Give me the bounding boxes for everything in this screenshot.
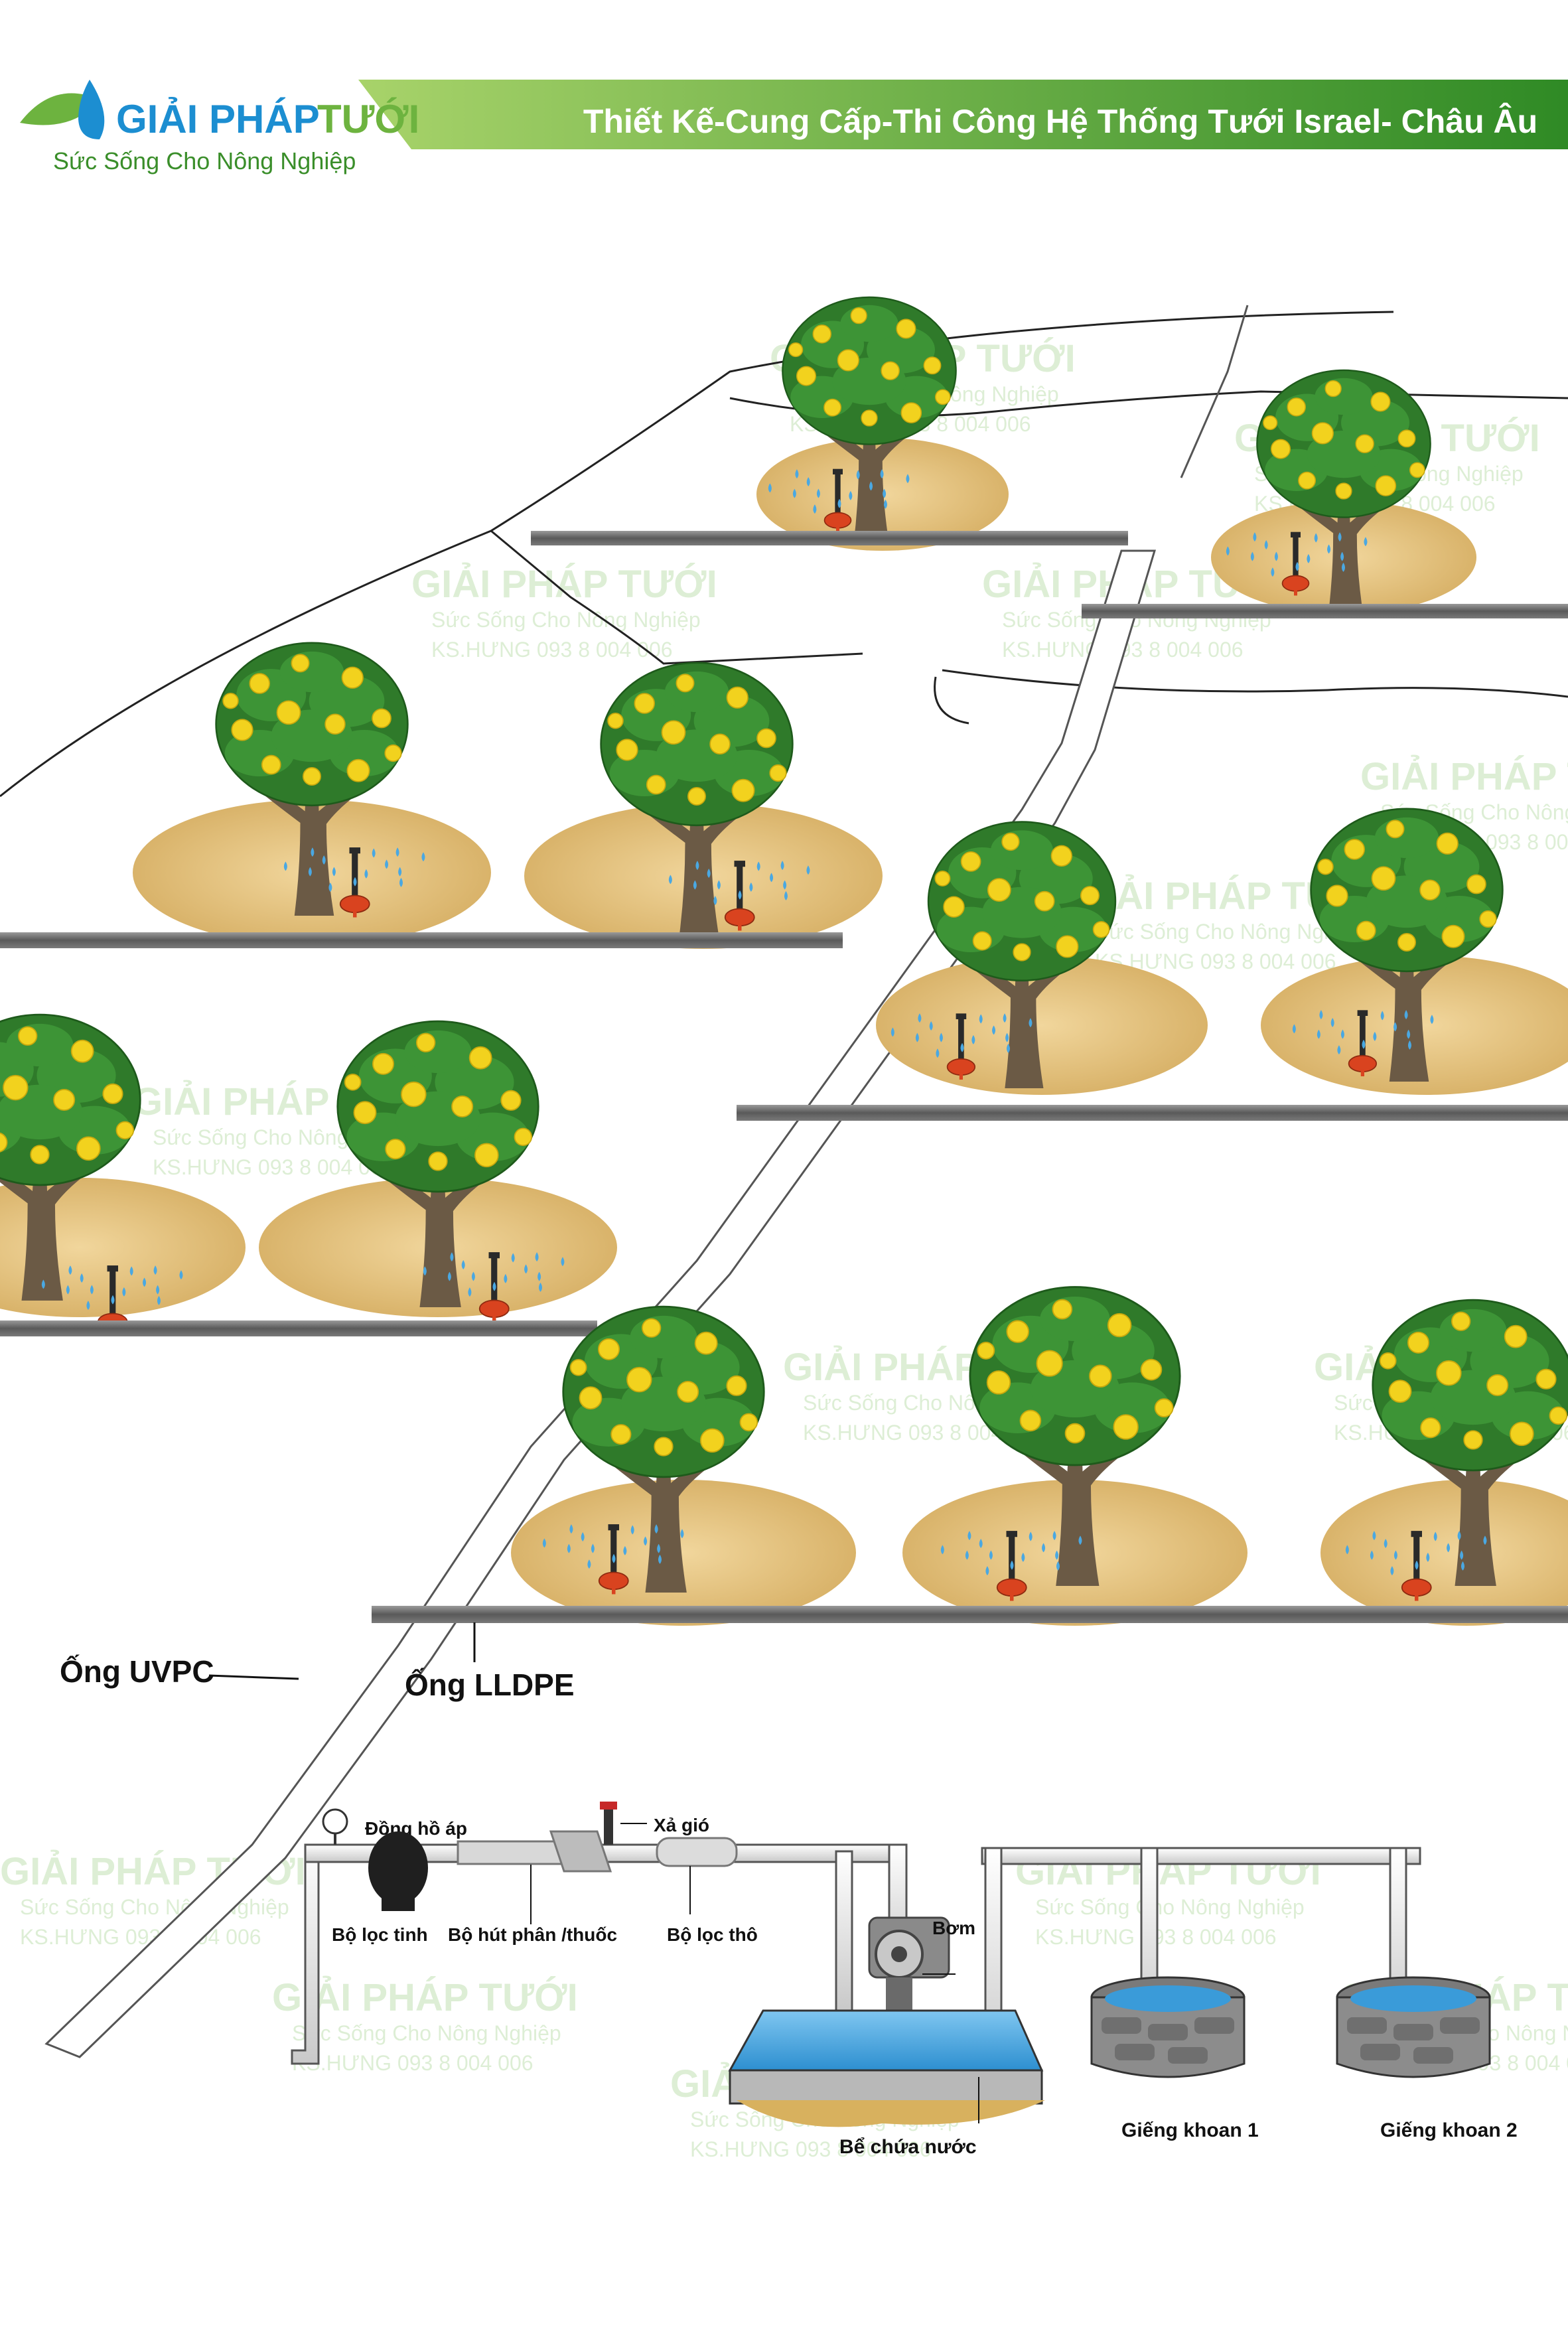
watermark-brand: GIẢI PHÁP TƯỚI xyxy=(272,1976,578,2019)
lldpe-pipe-label: Ống LLDPE xyxy=(405,1668,575,1702)
air-release-valve-icon xyxy=(600,1802,617,1845)
logo-slogan: Sức Sống Cho Nông Nghiệp xyxy=(53,147,356,175)
rock-edge-left xyxy=(490,530,863,665)
lldpe-pipe xyxy=(531,531,1128,545)
well-1-label: Giếng khoan 1 xyxy=(1121,2119,1259,2141)
lldpe-pipe xyxy=(0,932,843,948)
pump-label: Bơm xyxy=(932,1918,975,1938)
terrace-row-3-left xyxy=(0,1013,617,1336)
header: Thiết Kế-Cung Cấp-Thi Công Hệ Thống Tưới… xyxy=(20,80,1568,175)
lldpe-pipe xyxy=(1082,604,1568,618)
terrace-row-3-right xyxy=(737,808,1568,1121)
pump-icon xyxy=(868,1916,950,2037)
watermark-slogan: Sức Sống Cho Nông Nghiệp xyxy=(292,2021,561,2045)
water-tank-icon xyxy=(728,2009,1045,2127)
coarse-filter-label: Bộ lọc thô xyxy=(667,1924,758,1945)
terrace-row-2 xyxy=(0,642,883,949)
water-tank-label: Bể chứa nước xyxy=(839,2136,977,2158)
fertilizer-injector-label: Bộ hút phân /thuốc xyxy=(448,1924,617,1945)
lldpe-pipe xyxy=(737,1105,1568,1121)
brand-logo: GIẢI PHÁP TƯỚI Sức Sống Cho Nông Nghiệp xyxy=(20,80,419,175)
watermark-brand: GIẢI PHÁP TƯỚI xyxy=(1360,755,1568,798)
watermark-slogan: Sức Sống Cho Nông Nghiệp xyxy=(431,608,701,632)
upper-slope-line xyxy=(0,311,1394,798)
coarse-filter-icon xyxy=(656,1837,738,1867)
watermark-slogan: Sức Sống Cho Nông Nghiệp xyxy=(1035,1895,1305,1919)
pressure-gauge-label: Đồng hồ áp xyxy=(365,1818,467,1839)
terrace-row-1 xyxy=(531,296,1128,551)
watermark-contact: KS.HƯNG 093 8 004 006 xyxy=(690,2137,932,2161)
air-release-label: Xả gió xyxy=(654,1815,709,1835)
pressure-gauge-icon xyxy=(322,1808,348,1835)
rock-edge-right-start xyxy=(934,676,969,725)
title-banner xyxy=(358,80,1568,149)
watermark-contact: KS.HƯNG 093 8 004 006 xyxy=(431,638,673,662)
terrace-row-4 xyxy=(372,1286,1568,1626)
watermark-slogan: Sức Sống Cho Nông Nghiệp xyxy=(20,1895,289,1919)
fine-filter-label: Bộ lọc tinh xyxy=(332,1924,428,1945)
watermark-brand: GIẢI PHÁP TƯỚI xyxy=(411,563,717,606)
fine-filter-icon xyxy=(368,1831,428,1911)
banner-title: Thiết Kế-Cung Cấp-Thi Công Hệ Thống Tưới… xyxy=(583,103,1537,140)
well-2-label: Giếng khoan 2 xyxy=(1380,2119,1518,2141)
well-1-icon xyxy=(1090,1976,1246,2078)
lldpe-pipe xyxy=(372,1606,1568,1623)
rock-edge-right xyxy=(942,669,1568,698)
lldpe-pipe xyxy=(0,1320,597,1336)
water-drop-icon xyxy=(78,80,105,139)
pipe-labels: Ống UVPC Ống LLDPE xyxy=(60,1622,575,1702)
leaf-icon xyxy=(20,93,100,125)
logo-word-2: TƯỚI xyxy=(317,97,419,141)
watermark-contact: KS.HƯNG 093 8 004 006 xyxy=(153,1155,394,1179)
watermark-contact: KS.HƯNG 093 8 004 006 xyxy=(292,2051,534,2075)
watermark-contact: KS.HƯNG 093 8 004 006 xyxy=(20,1925,261,1949)
fertilizer-injector-icon xyxy=(457,1830,612,1873)
logo-word-1: GIẢI PHÁP xyxy=(116,97,320,141)
pump-station: Đồng hồ áp Bộ lọc tinh Bộ hút phân /thuố… xyxy=(291,1802,1518,2158)
uvpc-pipe-label: Ống UVPC xyxy=(60,1654,214,1689)
well-2-icon xyxy=(1336,1976,1491,2078)
